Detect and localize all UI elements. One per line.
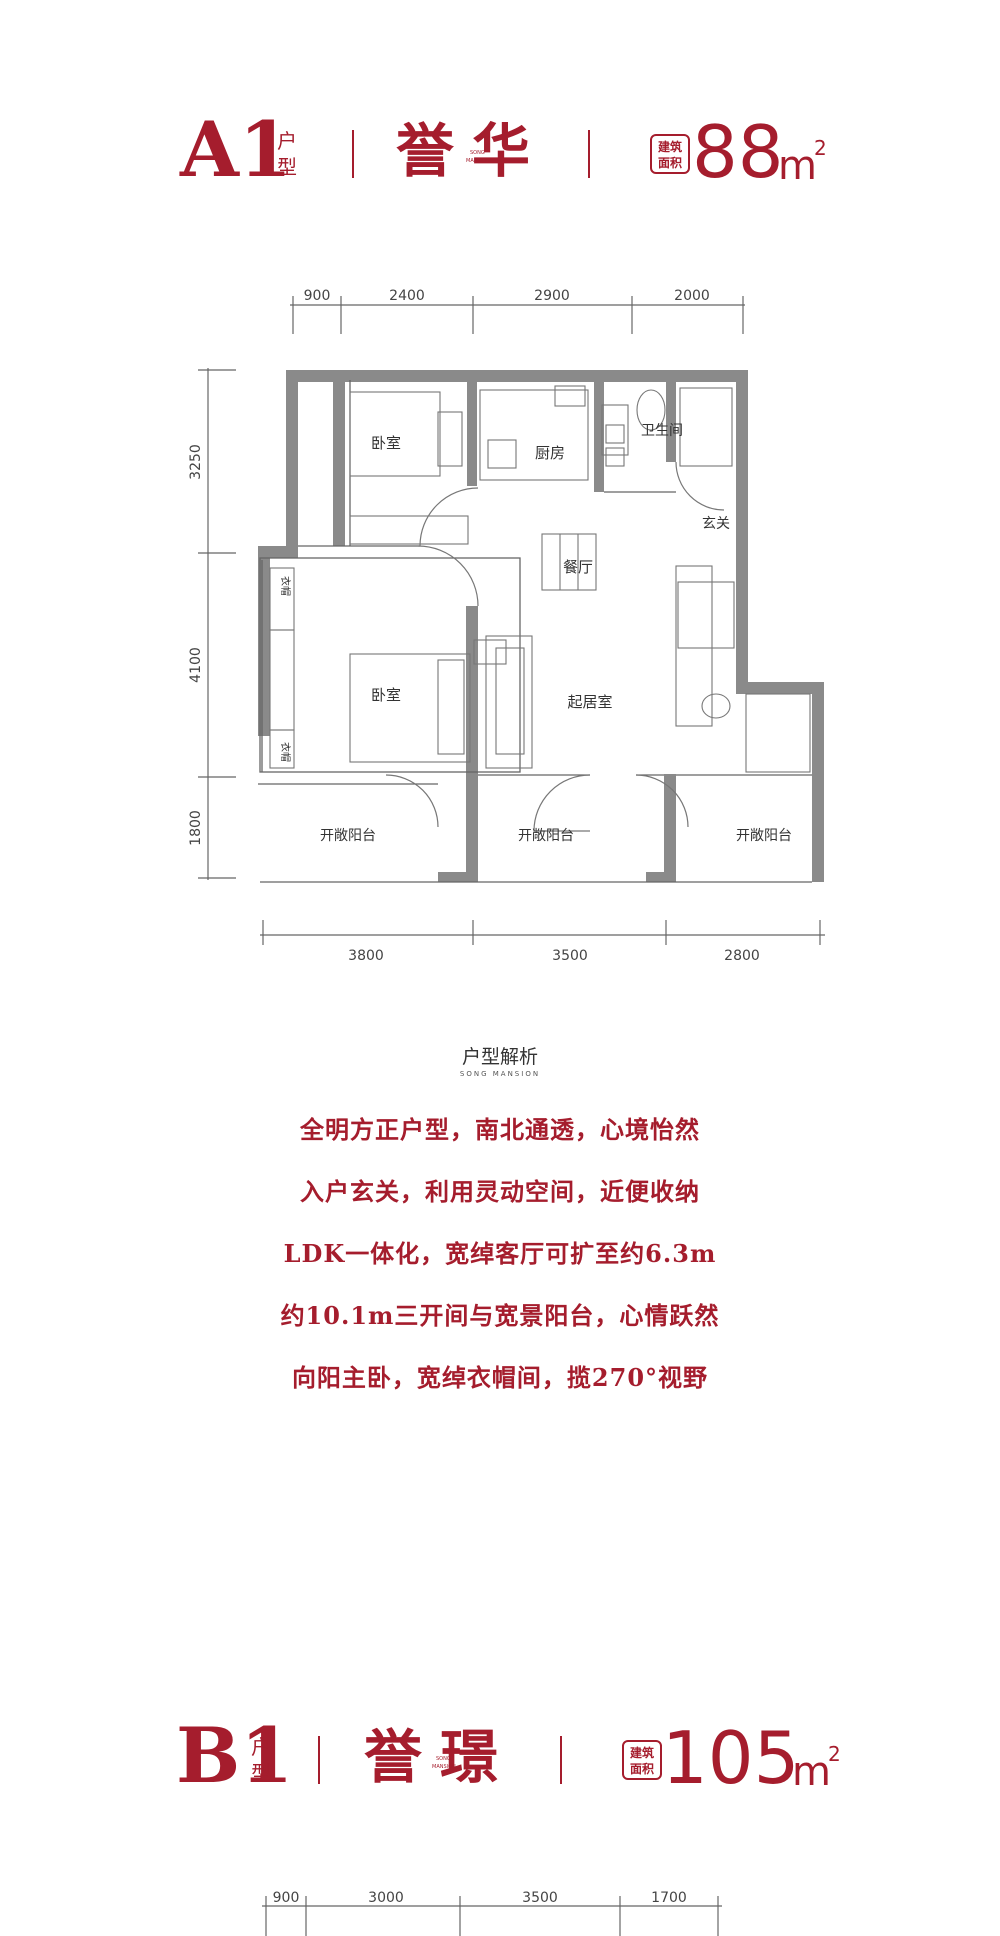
unit-b-micro-logo-a: SONG <box>436 1756 451 1762</box>
unit-a-code: A1 <box>180 105 292 194</box>
room-a-wardrobe-b: 衣帽 <box>279 742 292 762</box>
unit-b-micro-logo-b: MANSION <box>432 1764 456 1770</box>
plan-a-dim-left-2: 4100 <box>188 647 204 683</box>
room-a-bathroom: 卫生间 <box>641 423 683 439</box>
room-a-bedroom-main: 卧室 <box>371 686 401 704</box>
plan-a-dim-left-1: 3250 <box>188 444 204 480</box>
unit-a-micro-logo-a: SONG <box>470 150 485 156</box>
analysis-subtitle: SONG MANSION <box>459 1070 541 1078</box>
floor-plan-b-dims: 900 3000 3500 1700 <box>262 1890 722 1936</box>
unit-b-tag-top: 户 <box>251 1735 271 1759</box>
analysis-point-3: LDK一体化，宽绰客厅可扩至约6.3m <box>283 1239 717 1268</box>
unit-a-tag-bottom: 型 <box>277 155 297 179</box>
unit-a-badge-line1: 建筑 <box>657 140 682 154</box>
plan-a-dim-top-4: 2000 <box>674 288 710 304</box>
plan-a-dim-left <box>198 368 236 880</box>
plan-a-dim-bottom <box>260 920 825 945</box>
unit-b-area-badge: 建筑 面积 <box>622 1740 662 1780</box>
room-a-dining: 餐厅 <box>563 558 593 576</box>
unit-a-area-unit: m <box>778 143 817 189</box>
plan-a-doors <box>385 461 725 832</box>
plan-b-dim-top-3: 3500 <box>522 1890 558 1906</box>
plan-b-dim-top <box>262 1896 722 1936</box>
unit-a-tag-top: 户 <box>277 129 297 153</box>
analysis-point-2: 入户玄关，利用灵动空间，近便收纳 <box>300 1177 700 1206</box>
room-a-balcony-right: 开敞阳台 <box>736 828 792 844</box>
unit-a-name: 誉华 <box>396 117 549 185</box>
room-a-bedroom-north: 卧室 <box>371 434 401 452</box>
unit-b-tag-bottom: 型 <box>251 1761 271 1785</box>
room-a-living: 起居室 <box>567 693 612 711</box>
unit-b-badge-line2: 面积 <box>629 1762 654 1776</box>
unit-b-name: 誉璟 <box>364 1723 517 1791</box>
plan-b-dim-top-2: 3000 <box>368 1890 404 1906</box>
unit-a-micro-logo-b: MANSION <box>466 158 490 164</box>
room-a-balcony-left: 开敞阳台 <box>320 828 376 844</box>
unit-a-badge-line2: 面积 <box>657 156 682 170</box>
plan-a-dim-top <box>290 296 745 334</box>
room-a-kitchen: 厨房 <box>535 444 565 462</box>
plan-a-furniture <box>269 385 811 773</box>
plan-b-dim-top-4: 1700 <box>651 1890 687 1906</box>
analysis-title: 户型解析 <box>461 1046 538 1068</box>
unit-b-code: B1 <box>176 1711 294 1800</box>
plan-a-dim-bottom-3: 2800 <box>724 948 760 964</box>
unit-b-area-sup: 2 <box>828 1742 841 1766</box>
plan-a-dim-bottom-2: 3500 <box>552 948 588 964</box>
unit-b-divider-right <box>560 1736 562 1784</box>
unit-b-area-unit: m <box>792 1749 831 1795</box>
plan-a-dim-top-1: 900 <box>304 288 331 304</box>
unit-b-area-number: 105 <box>662 1716 800 1800</box>
room-a-foyer: 玄关 <box>702 515 730 532</box>
room-a-wardrobe-a: 衣帽 <box>279 576 292 596</box>
analysis-point-4: 约10.1m三开间与宽景阳台，心情跃然 <box>280 1301 720 1330</box>
plan-a-dim-top-2: 2400 <box>389 288 425 304</box>
plan-a-dim-bottom-1: 3800 <box>348 948 384 964</box>
floor-plan-a: 900 2400 2900 2000 3250 4100 1800 3800 3… <box>188 288 825 964</box>
plan-b-dim-top-1: 900 <box>273 1890 300 1906</box>
unit-b-badge-line1: 建筑 <box>629 1746 654 1760</box>
plan-a-walls <box>258 370 824 882</box>
unit-a-header: A1 户 型 誉华 SONG MANSION 建筑 面积 88 m 2 <box>0 0 1000 200</box>
unit-b-divider-left <box>318 1736 320 1784</box>
unit-a-divider-left <box>352 130 354 178</box>
unit-b-header: B1 户 型 誉璟 SONG MANSION 建筑 面积 105 m 2 <box>0 1680 1000 1800</box>
unit-a-area-number: 88 <box>692 110 784 194</box>
unit-a-divider-right <box>588 130 590 178</box>
plan-a-dim-left-3: 1800 <box>188 810 204 846</box>
unit-a-area-sup: 2 <box>814 136 827 160</box>
analysis-point-5: 向阳主卧，宽绰衣帽间，揽270°视野 <box>291 1363 709 1392</box>
analysis-point-1: 全明方正户型，南北通透，心境怡然 <box>300 1115 700 1144</box>
room-a-balcony-mid: 开敞阳台 <box>518 828 574 844</box>
plan-a-dim-top-3: 2900 <box>534 288 570 304</box>
unit-a-area-badge: 建筑 面积 <box>650 134 690 174</box>
